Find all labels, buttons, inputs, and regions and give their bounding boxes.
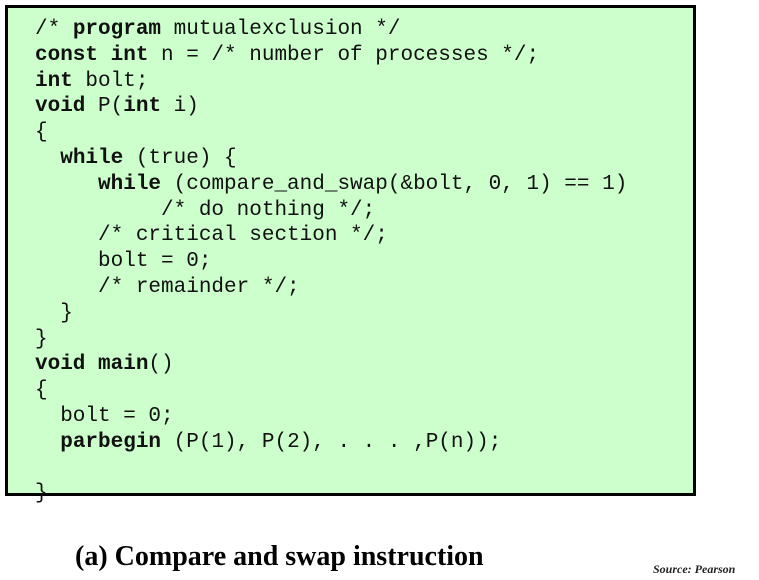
code-keyword: while <box>60 146 124 170</box>
code-line: int bolt; <box>35 69 627 95</box>
code-text: () <box>148 353 174 377</box>
code-line: bolt = 0; <box>35 404 627 430</box>
code-text: bolt = 0; <box>35 404 174 428</box>
code-line: while (true) { <box>35 146 627 172</box>
code-text: } <box>35 301 73 325</box>
code-line: /* do nothing */; <box>35 198 627 224</box>
code-listing-box: /* program mutualexclusion */const int n… <box>5 5 696 505</box>
code-line <box>35 456 627 482</box>
code-keyword: program <box>72 18 162 41</box>
code-keyword: void main <box>35 353 149 377</box>
code-text: } <box>35 482 48 506</box>
code-line: { <box>35 120 627 146</box>
code-text: /* remainder */; <box>35 275 300 299</box>
code-text <box>35 173 98 196</box>
code-text: /* <box>35 18 73 41</box>
code-line: parbegin (P(1), P(2), . . . ,P(n)); <box>35 430 627 456</box>
code-line: } <box>35 327 627 353</box>
code-keyword: void <box>35 95 86 119</box>
code-keyword: while <box>98 172 162 196</box>
code-text <box>35 147 60 170</box>
code-text: { <box>35 379 48 403</box>
code-listing: /* program mutualexclusion */const int n… <box>35 17 627 507</box>
code-text: (P(1), P(2), . . . ,P(n)); <box>161 430 502 454</box>
code-line: bolt = 0; <box>35 249 627 275</box>
code-text: /* do nothing */; <box>35 198 376 222</box>
code-text: /* critical section */; <box>35 224 388 248</box>
code-text: bolt = 0; <box>35 250 212 274</box>
code-text <box>35 431 60 454</box>
code-text: (compare_and_swap(&bolt, 0, 1) == 1) <box>161 172 628 196</box>
code-line: /* remainder */; <box>35 275 627 301</box>
code-line: /* critical section */; <box>35 223 627 249</box>
code-line: void main() <box>35 352 627 378</box>
source-credit: Source: Pearson <box>653 562 736 576</box>
code-keyword: int <box>123 95 162 119</box>
figure-caption: (a) Compare and swap instruction <box>75 541 484 572</box>
code-text: } <box>35 327 48 351</box>
code-text: i) <box>161 95 199 119</box>
code-text: { <box>35 121 48 145</box>
code-text: (true) { <box>123 146 237 170</box>
code-keyword: const int <box>35 43 149 67</box>
code-text: P( <box>85 95 124 119</box>
code-line: { <box>35 378 627 404</box>
code-line: while (compare_and_swap(&bolt, 0, 1) == … <box>35 172 627 198</box>
code-text: bolt; <box>72 69 149 93</box>
code-line: /* program mutualexclusion */ <box>35 17 627 43</box>
code-line: const int n = /* number of processes */; <box>35 43 627 69</box>
code-line: void P(int i) <box>35 94 627 120</box>
code-keyword: int <box>35 69 73 93</box>
code-text: n = /* number of processes */; <box>148 43 540 67</box>
code-line: } <box>35 481 627 507</box>
code-text: mutualexclusion */ <box>161 18 401 41</box>
code-keyword: parbegin <box>60 430 162 454</box>
code-line: } <box>35 301 627 327</box>
